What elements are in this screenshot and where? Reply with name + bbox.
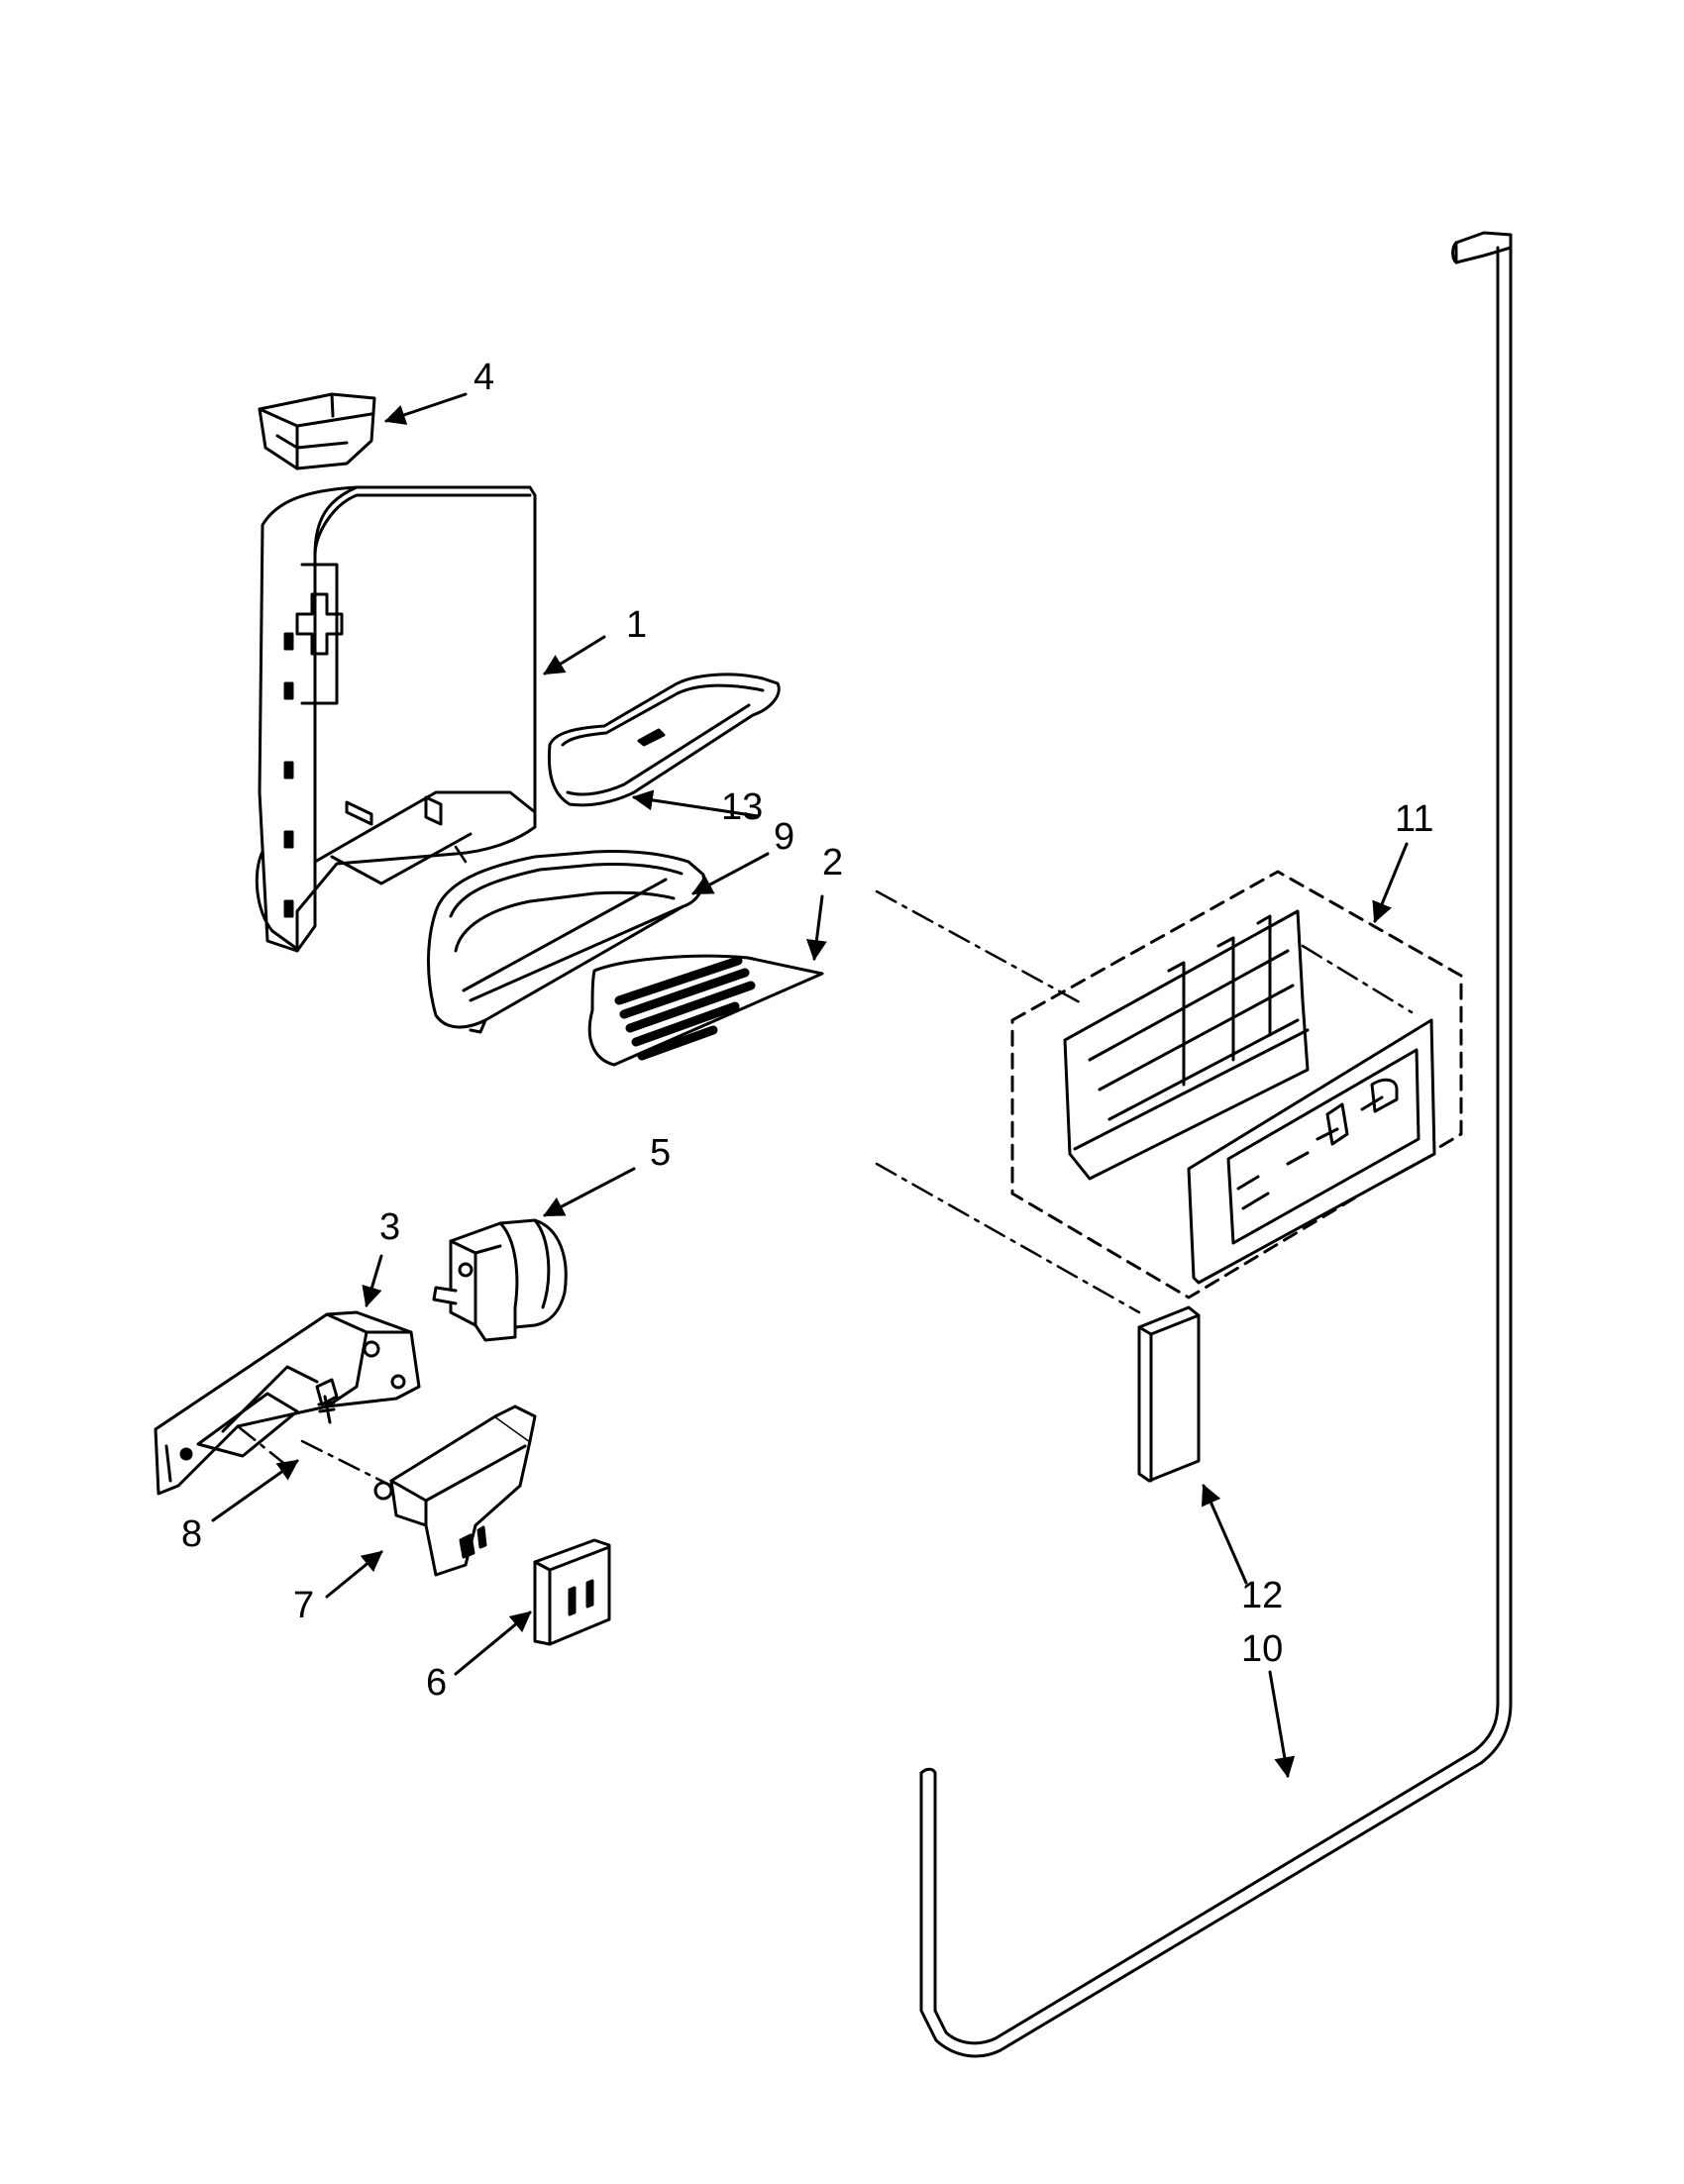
part-6-lever-pad	[533, 1538, 611, 1646]
part-13-tray-grille	[547, 673, 781, 807]
callout-11: 11	[1395, 798, 1434, 840]
part-8-screw	[315, 1378, 339, 1424]
callout-2: 2	[822, 842, 844, 884]
callout-1: 1	[626, 604, 648, 646]
callout-4: 4	[474, 357, 495, 398]
assembly-guide-lines	[236, 845, 1414, 1488]
callout-3: 3	[379, 1206, 401, 1248]
callout-10: 10	[1241, 1628, 1284, 1670]
callout-8: 8	[181, 1513, 203, 1555]
part-11-control-assembly	[1010, 870, 1463, 1300]
part-2-grille	[587, 954, 824, 1067]
callout-12: 12	[1241, 1575, 1284, 1616]
callout-9: 9	[774, 816, 795, 858]
part-5-auger-motor	[432, 1218, 568, 1342]
part-1-dispenser-housing	[255, 485, 537, 953]
part-3-mounting-bracket	[154, 1310, 421, 1496]
callout-leaders	[211, 392, 1409, 1779]
part-7-dispenser-lever	[373, 1404, 537, 1577]
part-10-water-tube	[919, 231, 1513, 2058]
callout-5: 5	[650, 1132, 672, 1174]
part-9-drip-tray	[427, 850, 705, 1034]
callout-6: 6	[426, 1662, 448, 1704]
part-12-cover-pad	[1137, 1305, 1201, 1483]
callout-7: 7	[293, 1585, 315, 1626]
part-4-chute-cap	[258, 392, 376, 470]
callout-13: 13	[721, 786, 764, 828]
